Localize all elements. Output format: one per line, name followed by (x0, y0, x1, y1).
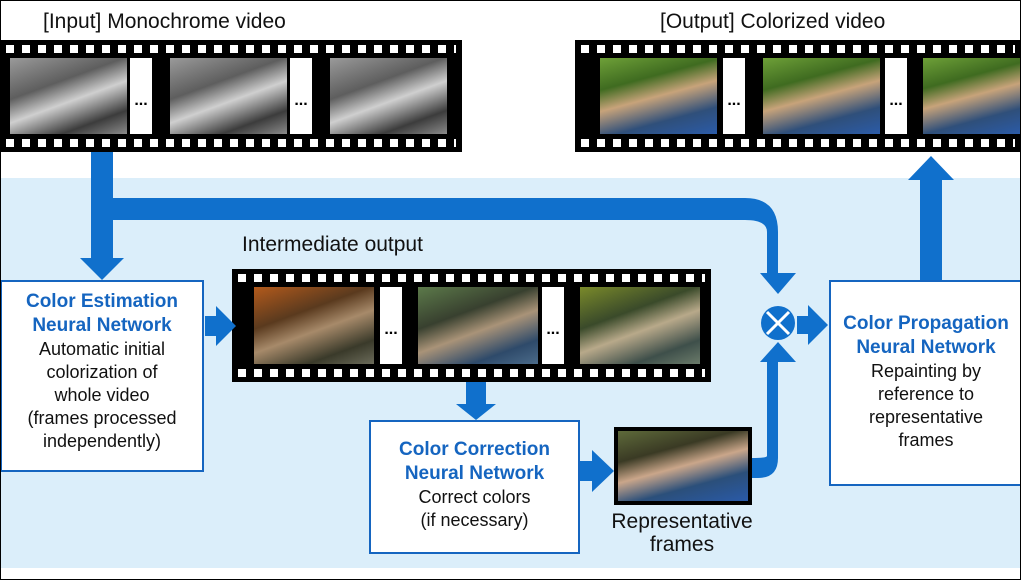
estimation-title-line1: Color Estimation (25, 291, 178, 312)
ellipsis-separator: ... (130, 58, 152, 134)
input-frame-2 (170, 58, 287, 134)
representative-frame-photo (618, 431, 748, 501)
color-correction-box: Color Correction Neural Network Correct … (369, 420, 580, 554)
arrow-head-est-to-inter (216, 306, 236, 346)
sprocket-holes-bottom (581, 139, 1015, 147)
intermediate-frame-1 (254, 287, 374, 364)
estimation-desc-line3: whole video (54, 385, 150, 405)
intermediate-caption: Intermediate output (242, 233, 423, 256)
intermediate-frame-2 (418, 287, 538, 364)
sprocket-holes-top (6, 45, 456, 53)
arrow-shaft-merge-to-prop (797, 316, 811, 334)
input-frame-3 (330, 58, 447, 134)
correction-desc-line1: Correct colors (418, 487, 531, 507)
representative-frame-image (614, 427, 752, 505)
color-estimation-box: Color Estimation Neural Network Automati… (0, 280, 204, 472)
estimation-desc-line5: independently) (42, 431, 162, 451)
sprocket-holes-bottom (6, 139, 456, 147)
correction-title-line1: Color Correction (399, 439, 550, 460)
sprocket-holes-top (238, 274, 705, 282)
estimation-desc-line4: (frames processed (27, 408, 177, 428)
arrow-shaft-est-to-inter (205, 316, 217, 336)
representative-frames-label: Representative frames (594, 510, 770, 556)
ellipsis-separator: ... (542, 287, 564, 364)
propagation-title-line2: Neural Network (856, 337, 996, 358)
arrow-shaft-inter-to-corr (466, 382, 486, 406)
output-caption: [Output] Colorized video (660, 10, 886, 33)
estimation-desc-line1: Automatic initial (38, 339, 166, 359)
arrow-branch-to-merge (113, 198, 778, 275)
output-film-strip: ... ... (575, 40, 1021, 152)
arrow-head-merge-to-prop (808, 305, 828, 345)
arrow-head-corr-to-rep (592, 450, 614, 492)
ellipsis-separator: ... (380, 287, 402, 364)
propagation-title-line1: Color Propagation (843, 313, 1009, 334)
representative-label-line2: frames (649, 533, 715, 556)
estimation-desc-line2: colorization of (46, 362, 158, 382)
ellipsis-separator: ... (723, 58, 745, 134)
arrow-head-rep-up (760, 342, 796, 362)
arrow-shaft-corr-to-rep (580, 461, 594, 481)
propagation-desc-line2: reference to (877, 384, 975, 404)
input-caption: [Input] Monochrome video (43, 10, 286, 33)
arrow-head-prop-to-output (908, 156, 954, 180)
output-frame-1 (600, 58, 717, 134)
ellipsis-separator: ... (290, 58, 312, 134)
arrow-rep-to-merge (752, 360, 778, 478)
input-film-strip: ... ... (0, 40, 462, 152)
input-frame-1 (10, 58, 127, 134)
merge-operator-icon (761, 306, 795, 340)
correction-desc-line2: (if necessary) (420, 510, 529, 530)
arrow-head-inter-to-corr (456, 404, 496, 420)
correction-title-line2: Neural Network (404, 463, 545, 484)
propagation-desc-line3: representative (868, 407, 984, 427)
arrow-head-branch-down (760, 273, 796, 294)
intermediate-frame-3 (580, 287, 700, 364)
color-propagation-box: Color Propagation Neural Network Repaint… (829, 280, 1021, 486)
representative-label-line1: Representative (611, 510, 753, 533)
sprocket-holes-top (581, 45, 1015, 53)
output-frame-2 (763, 58, 880, 134)
arrow-shaft-input-down (91, 152, 113, 260)
estimation-title-line2: Neural Network (32, 315, 172, 336)
output-frame-3 (923, 58, 1021, 134)
arrow-shaft-prop-to-output (920, 178, 942, 282)
propagation-desc-line4: frames (898, 430, 954, 450)
propagation-desc-line1: Repainting by (870, 361, 982, 381)
sprocket-holes-bottom (238, 369, 705, 377)
ellipsis-separator: ... (885, 58, 907, 134)
arrow-head-input-down (80, 258, 124, 280)
intermediate-film-strip: ... ... (232, 269, 711, 382)
